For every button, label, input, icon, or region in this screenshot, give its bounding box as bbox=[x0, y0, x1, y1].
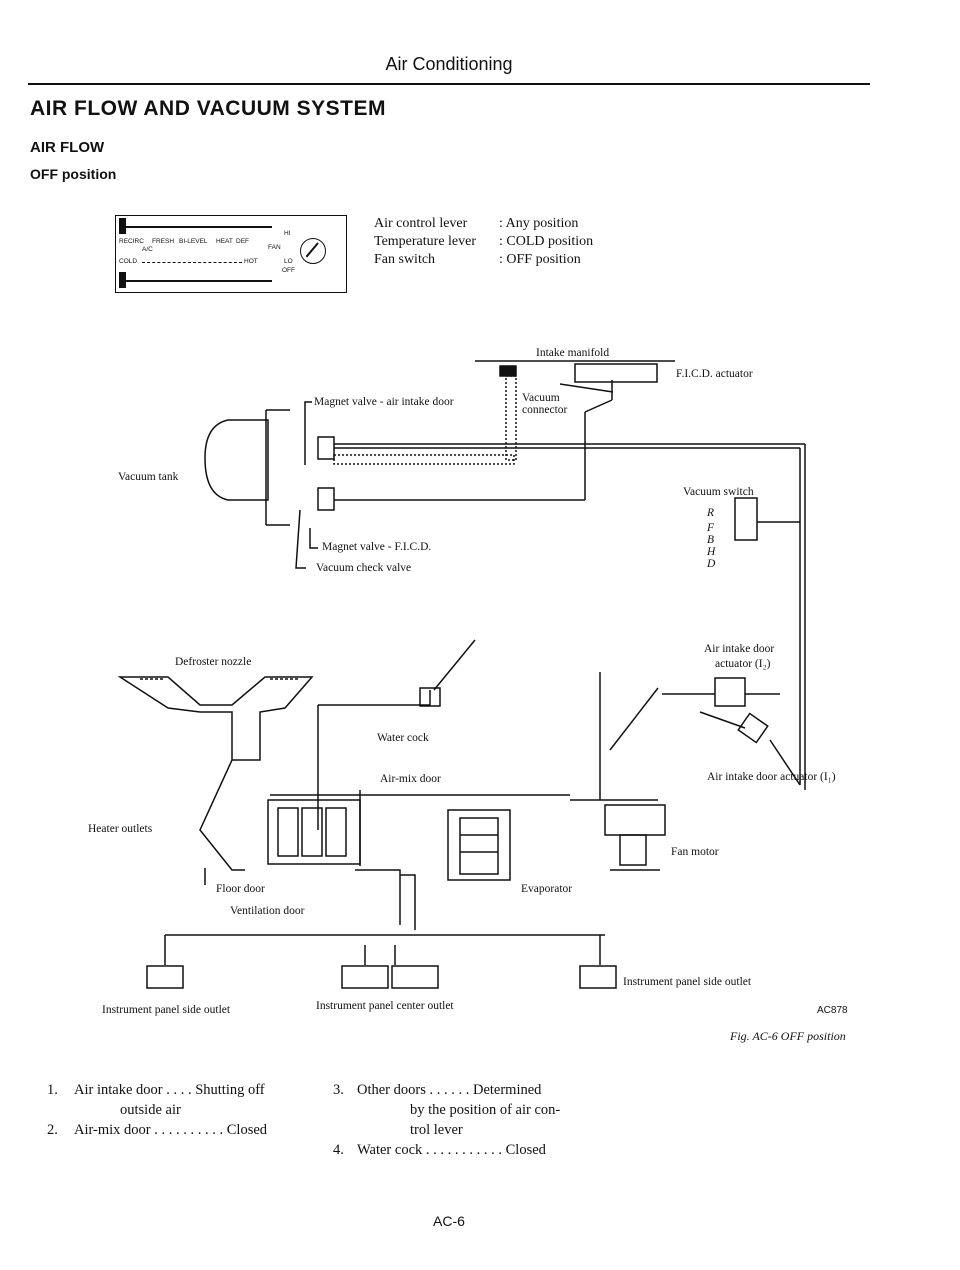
outlet-right bbox=[579, 965, 617, 989]
note-1-text: Air intake door . . . . Shutting off bbox=[74, 1082, 265, 1098]
note-3-num: 3. bbox=[333, 1082, 344, 1098]
note-4-num: 4. bbox=[333, 1142, 344, 1158]
panel-label-def: DEF bbox=[236, 238, 249, 245]
label-actuator-i2-line1: Air intake door bbox=[704, 643, 775, 655]
panel-label-ac: A/C bbox=[142, 246, 153, 253]
outlet-left bbox=[146, 965, 184, 989]
note-3-cont2: trol lever bbox=[410, 1122, 463, 1138]
panel-label-heat: HEAT bbox=[216, 238, 233, 245]
note-1-num: 1. bbox=[47, 1082, 58, 1098]
note-3-text: Other doors . . . . . . Determined bbox=[357, 1082, 542, 1098]
note-4-text: Water cock . . . . . . . . . . . Closed bbox=[357, 1142, 546, 1158]
page-title: AIR FLOW AND VACUUM SYSTEM bbox=[30, 97, 386, 120]
water-pipe bbox=[317, 690, 431, 830]
label-floor-door: Floor door bbox=[216, 883, 265, 895]
figure-code: AC878 bbox=[817, 1005, 848, 1016]
temperature-lever-knob bbox=[119, 272, 126, 288]
vacuum-tank-body bbox=[204, 419, 269, 501]
label-vacuum-tank: Vacuum tank bbox=[118, 471, 179, 483]
switch-letter-b: B bbox=[707, 534, 715, 546]
vacuum-line-dotted bbox=[333, 454, 515, 465]
panel-label-lo: LO bbox=[284, 258, 293, 265]
panel-label-fan: FAN bbox=[268, 244, 281, 251]
actuator-i2 bbox=[714, 677, 746, 707]
defroster-nozzle-shape bbox=[117, 676, 314, 761]
panel-label-off: OFF bbox=[282, 267, 295, 274]
page-number: AC-6 bbox=[433, 1213, 465, 1229]
note-2-text: Air-mix door . . . . . . . . . . Closed bbox=[74, 1122, 268, 1138]
vacuum-switch-body bbox=[734, 497, 758, 541]
panel-label-hi: HI bbox=[284, 230, 291, 237]
label-air-mix-door: Air-mix door bbox=[380, 773, 441, 785]
note-3-cont: by the position of air con- bbox=[410, 1102, 561, 1118]
label-heater-outlets: Heater outlets bbox=[88, 823, 153, 835]
header-rule bbox=[28, 83, 870, 85]
actuator-i1 bbox=[737, 712, 769, 744]
label-magnet-valve-fic: Magnet valve - F.I.C.D. bbox=[322, 541, 432, 553]
air-control-lever-knob bbox=[119, 218, 126, 234]
label-vacuum-connector-2: connector bbox=[522, 404, 568, 416]
label-evaporator: Evaporator bbox=[521, 883, 573, 895]
condition-value-2: : COLD position bbox=[499, 234, 594, 249]
panel-label-hot: HOT bbox=[244, 258, 258, 265]
label-defroster-nozzle: Defroster nozzle bbox=[175, 656, 252, 668]
magnet-valve-fic bbox=[317, 487, 335, 511]
condition-value-3: : OFF position bbox=[499, 252, 581, 267]
note-2-num: 2. bbox=[47, 1122, 58, 1138]
label-ip-side-outlet-left: Instrument panel side outlet bbox=[102, 1004, 231, 1016]
label-vacuum-check-valve: Vacuum check valve bbox=[316, 562, 412, 574]
ventilation-door bbox=[355, 869, 416, 930]
label-fan-motor: Fan motor bbox=[671, 846, 719, 858]
condition-item-2: Temperature lever bbox=[374, 234, 477, 249]
fan-motor-blower bbox=[604, 804, 666, 836]
switch-letter-d: D bbox=[707, 558, 716, 570]
temperature-lever-track bbox=[122, 280, 272, 282]
panel-label-recirc: RECIRC bbox=[119, 238, 144, 245]
floor-door bbox=[199, 759, 245, 871]
label-vacuum-switch: Vacuum switch bbox=[683, 486, 754, 498]
evaporator-body bbox=[447, 809, 511, 881]
label-intake-manifold: Intake manifold bbox=[536, 347, 610, 359]
magnet-valve-intake bbox=[317, 436, 335, 460]
label-fic-actuator: F.I.C.D. actuator bbox=[676, 368, 753, 380]
label-ip-side-outlet-right: Instrument panel side outlet bbox=[623, 976, 752, 988]
outlet-center-1 bbox=[341, 965, 389, 989]
section-subtitle: AIR FLOW bbox=[30, 139, 105, 156]
control-panel-illustration: RECIRC FRESH BI-LEVEL HEAT DEF A/C COLD … bbox=[115, 215, 347, 293]
note-1-cont: outside air bbox=[120, 1102, 181, 1118]
switch-letter-f: F bbox=[707, 522, 715, 534]
label-actuator-i2-line2: actuator (I₂) bbox=[715, 658, 771, 670]
label-magnet-valve-intake: Magnet valve - air intake door bbox=[314, 396, 454, 408]
switch-letter-h: H bbox=[707, 546, 716, 558]
label-vacuum-connector-1: Vacuum bbox=[522, 392, 560, 404]
outlet-center-2 bbox=[391, 965, 439, 989]
figure-caption: Fig. AC-6 OFF position bbox=[730, 1029, 846, 1043]
manifold-fitting bbox=[499, 365, 517, 377]
fan-motor-body bbox=[619, 834, 647, 866]
panel-label-bilevel: BI-LEVEL bbox=[179, 238, 208, 245]
label-ip-center-outlet: Instrument panel center outlet bbox=[316, 1000, 454, 1012]
panel-label-fresh: FRESH bbox=[152, 238, 175, 245]
condition-item-3: Fan switch bbox=[374, 252, 436, 267]
label-actuator-i1: Air intake door actuator (I₁) bbox=[707, 771, 836, 783]
air-control-lever-track bbox=[122, 226, 272, 228]
vacuum-connector bbox=[505, 375, 517, 461]
fic-actuator-rod bbox=[559, 383, 614, 393]
label-ventilation-door: Ventilation door bbox=[230, 905, 305, 917]
water-cock-body bbox=[419, 687, 441, 707]
section-header: Air Conditioning bbox=[385, 54, 513, 74]
condition-item-1: Air control lever bbox=[374, 216, 468, 231]
position-heading: OFF position bbox=[30, 166, 117, 182]
condition-value-1: : Any position bbox=[499, 216, 579, 231]
label-water-cock: Water cock bbox=[377, 732, 429, 744]
fan-switch-dial bbox=[300, 238, 326, 264]
temperature-scale-dashes bbox=[142, 262, 242, 263]
panel-label-cold: COLD bbox=[119, 258, 138, 265]
fic-actuator-body bbox=[574, 363, 658, 383]
switch-letter-r: R bbox=[707, 507, 715, 519]
